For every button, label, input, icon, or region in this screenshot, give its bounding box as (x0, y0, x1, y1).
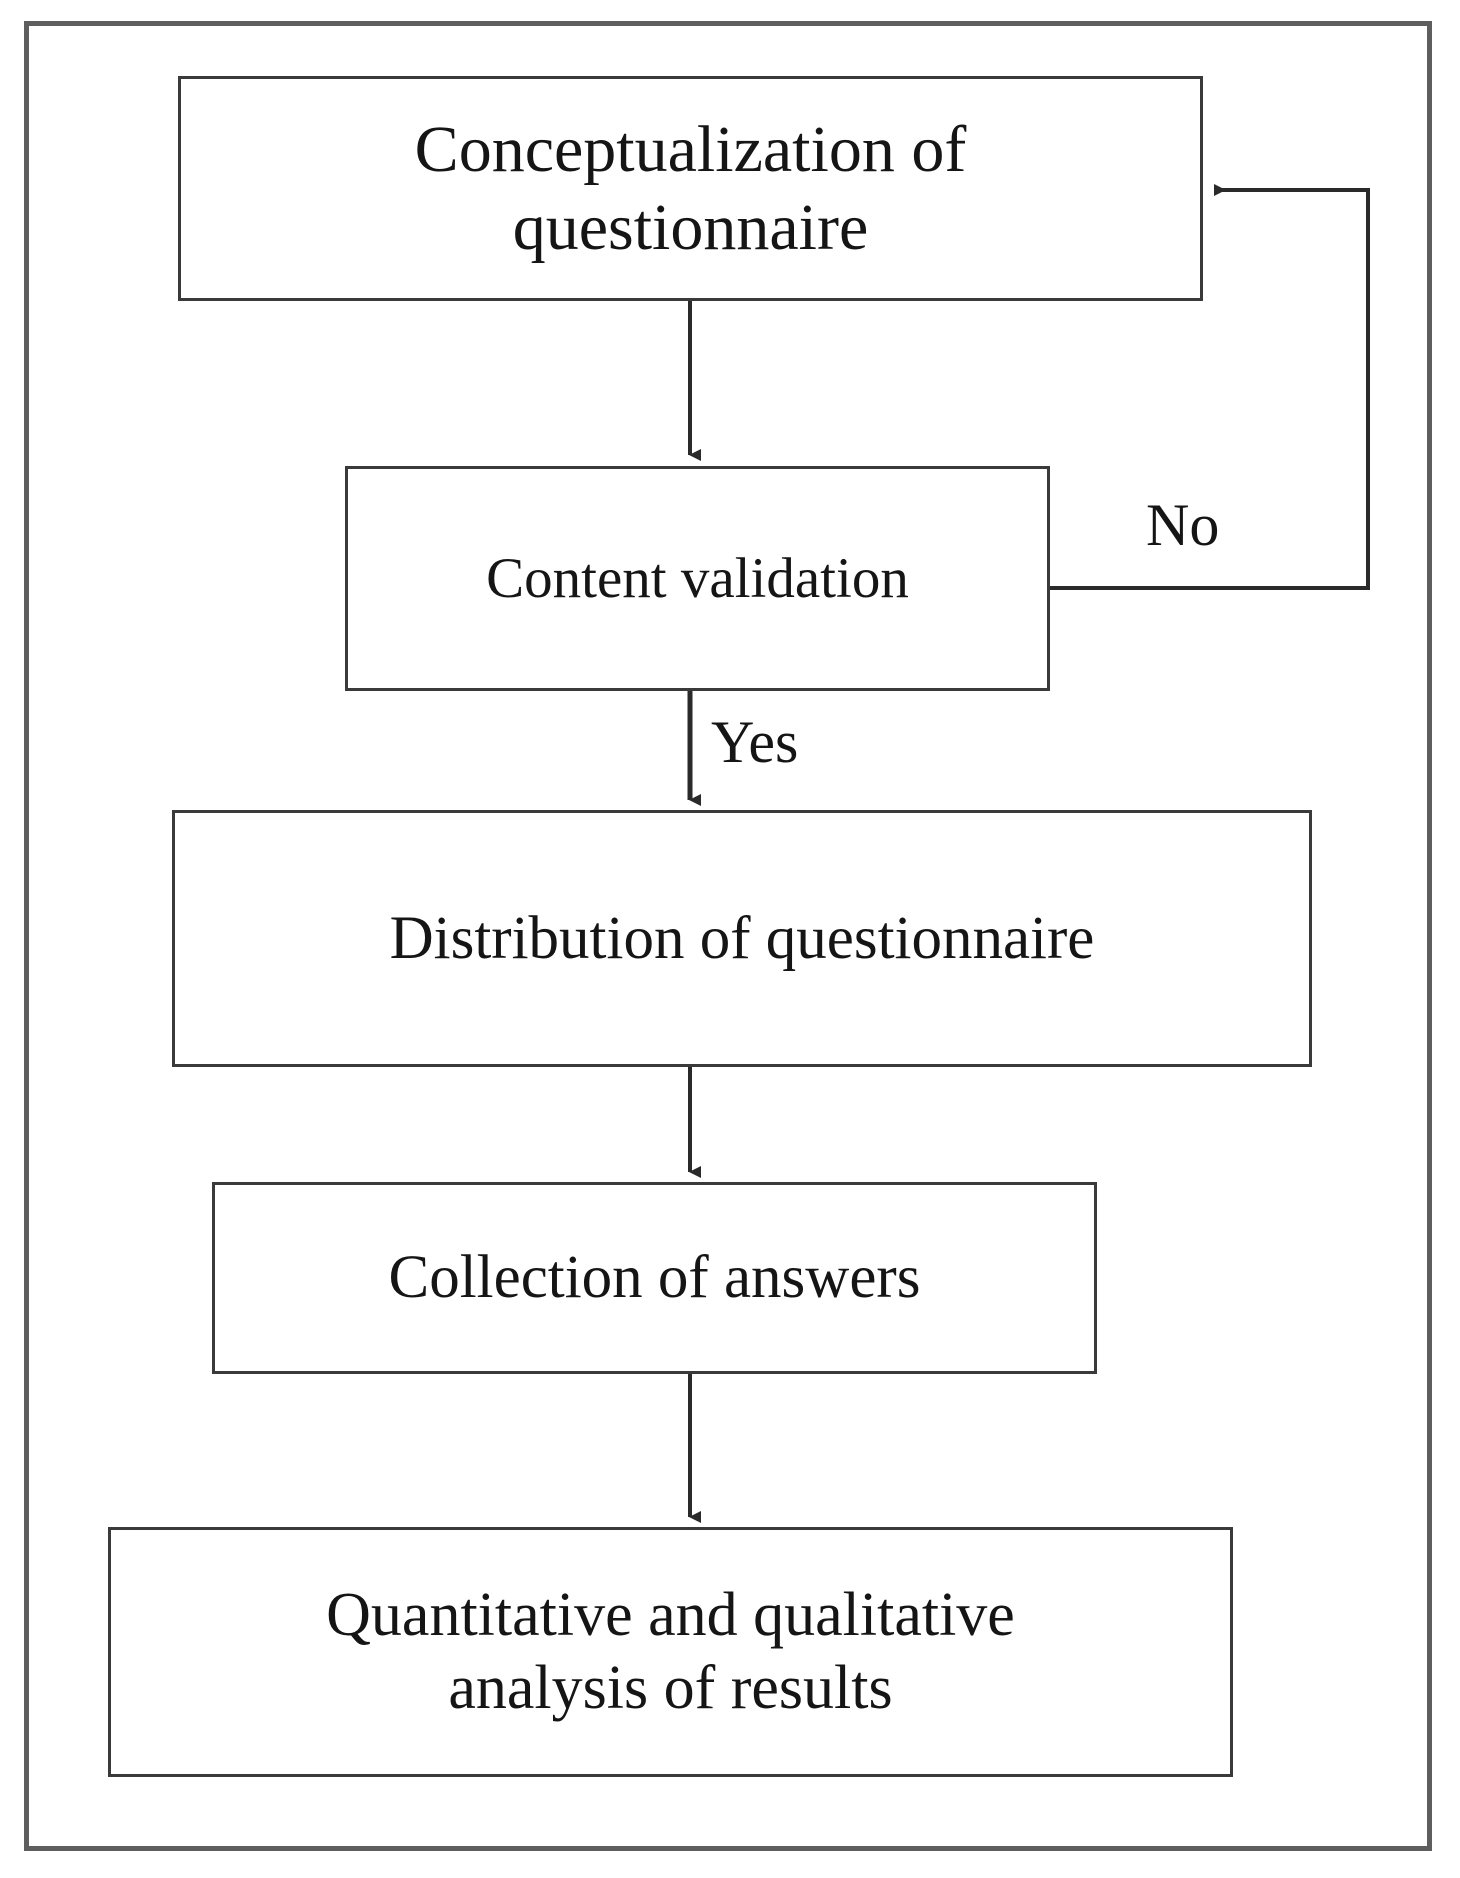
flow-node-content-validation[interactable]: Content validation (345, 466, 1050, 691)
edge-label-no: No (1146, 492, 1220, 558)
edge-label-yes: Yes (711, 709, 799, 775)
flow-node-content-validation-label: Content validation (486, 546, 909, 610)
flow-node-distribution-label: Distribution of questionnaire (389, 904, 1095, 972)
flow-node-conceptualization-label: Conceptualization of questionnaire (414, 112, 967, 264)
flow-node-collection[interactable]: Collection of answers (212, 1182, 1097, 1374)
flow-node-collection-label: Collection of answers (388, 1244, 921, 1312)
flow-node-distribution[interactable]: Distribution of questionnaire (172, 810, 1312, 1067)
flow-node-analysis[interactable]: Quantitative and qualitative analysis of… (108, 1527, 1233, 1777)
flow-node-conceptualization[interactable]: Conceptualization of questionnaire (178, 76, 1203, 301)
flow-node-analysis-label: Quantitative and qualitative analysis of… (326, 1580, 1015, 1722)
